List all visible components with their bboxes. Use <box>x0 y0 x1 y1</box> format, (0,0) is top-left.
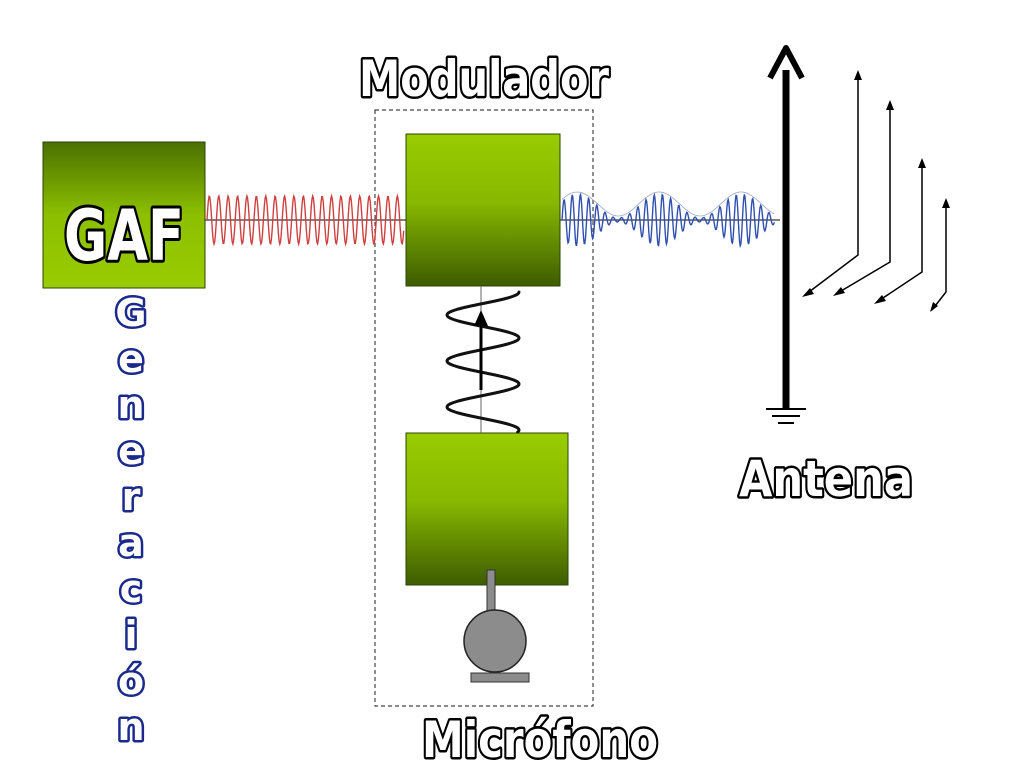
generation-letter: a <box>118 521 144 565</box>
gaf-label: GAF <box>64 195 184 277</box>
modulator-enclosure <box>374 109 594 707</box>
carrier-wave <box>206 193 405 247</box>
modulator-label: Modulador <box>359 50 609 108</box>
generation-letter: ó <box>118 659 144 703</box>
gaf-block <box>42 141 206 289</box>
ground-icon <box>766 408 806 424</box>
generation-letter: r <box>122 475 141 519</box>
generation-letter: n <box>117 705 144 749</box>
microphone-label: Micrófono <box>422 711 658 768</box>
generation-letter: G <box>115 291 146 335</box>
microphone-icon <box>463 569 530 683</box>
radiation-arrows <box>804 72 947 311</box>
antenna-arrow-icon <box>767 45 805 408</box>
antenna-label: Antena <box>739 450 913 508</box>
generation-letter: n <box>117 383 144 427</box>
modulator-block <box>405 133 561 287</box>
audio-arrow-head <box>474 310 488 326</box>
microphone-block <box>405 432 569 586</box>
modulated-wave <box>561 192 776 249</box>
radiation-arrow-heads <box>802 70 950 312</box>
modulated-wave-envelope <box>561 191 775 217</box>
generation-letter: i <box>124 613 137 657</box>
audio-wave <box>445 290 521 434</box>
generation-letter: e <box>118 429 144 473</box>
generation-letter: c <box>120 567 143 611</box>
generation-letter: e <box>118 337 144 381</box>
